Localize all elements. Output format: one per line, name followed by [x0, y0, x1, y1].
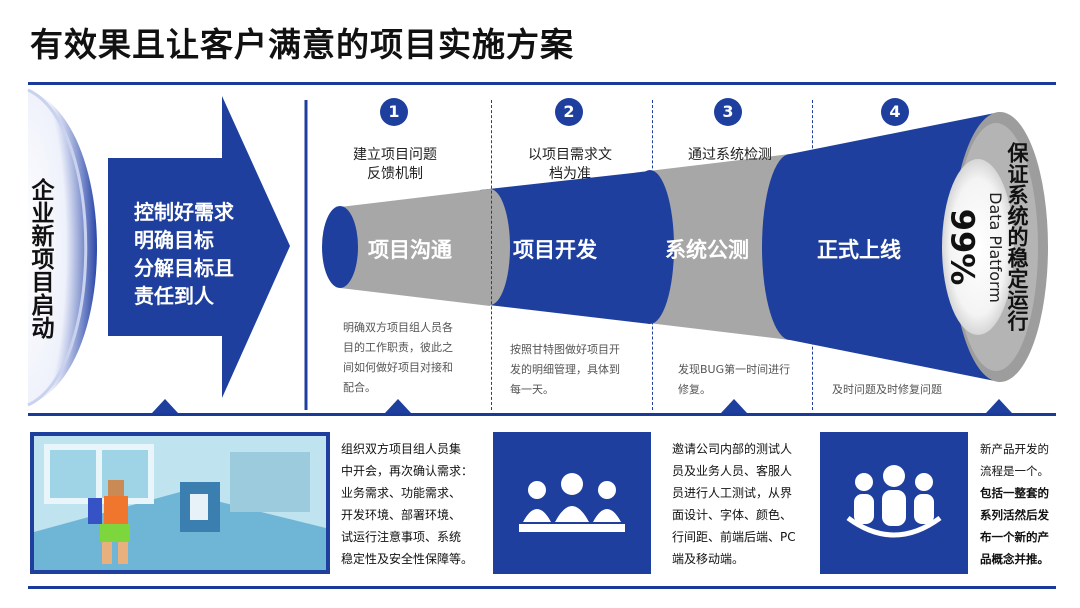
bottom-line: 行间距、前端后端、PC — [672, 530, 796, 544]
pointer-triangle — [152, 399, 178, 413]
bottom-line: 员进行人工测试，从界 — [672, 486, 793, 500]
desc-line: 目的工作职责，彼此之 — [343, 341, 453, 354]
bottom-divider — [28, 586, 1056, 589]
arrow-line: 分解目标且 — [134, 256, 234, 280]
desc-line: 间如何做好项目对接和 — [343, 361, 453, 374]
desc-line: 配合。 — [343, 381, 376, 394]
bottom-line: 试运行注意事项、系统 — [341, 530, 462, 544]
bottom-line: 邀请公司内部的测试人 — [672, 442, 793, 456]
step-number-4: 4 — [881, 98, 909, 126]
bottom-text-3: 新产品开发的 流程是一个。 包括一整套的 系列活然后发 布一个新的产 品概念并推… — [980, 438, 1072, 570]
step-divider — [491, 100, 492, 410]
bottom-text-1: 组织双方项目组人员集 中开会，再次确认需求： 业务需求、功能需求、 开发环境、部… — [341, 438, 481, 570]
arrow-text: 控制好需求 明确目标 分解目标且 责任到人 — [134, 198, 284, 310]
desc-line: 及时问题及时修复问题 — [832, 383, 942, 396]
step-number-2: 2 — [555, 98, 583, 126]
segment-4-shape — [780, 112, 1000, 382]
desc-line: 发的明细管理，具体到 — [510, 363, 620, 376]
bottom-line: 员及业务人员、客服人 — [672, 464, 793, 478]
bottom-line: 业务需求、功能需求、 — [341, 486, 462, 500]
data-platform-label: Data Platform — [985, 192, 1005, 303]
step-title-2: 以项目需求文 档为准 — [505, 146, 635, 184]
arrow-line: 明确目标 — [134, 228, 214, 252]
bottom-line: 系列活然后发 — [980, 508, 1049, 522]
segment-label-3: 系统公测 — [665, 238, 749, 262]
step-title-3: 通过系统检测 — [665, 146, 795, 165]
bottom-line: 布一个新的产 — [980, 530, 1049, 544]
page-title: 有效果且让客户满意的项目实施方案 — [30, 25, 574, 64]
arrow-line: 控制好需求 — [134, 200, 234, 224]
step-title-line: 以项目需求文 — [528, 147, 612, 163]
bottom-line: 稳定性及安全性保障等。 — [341, 552, 474, 566]
bottom-text-2: 邀请公司内部的测试人 员及业务人员、客服人 员进行人工测试，从界 面设计、字体、… — [672, 438, 812, 570]
desc-line: 发现BUG第一时间进行 — [678, 363, 791, 376]
big-arrow — [108, 96, 290, 398]
bottom-line: 面设计、字体、颜色、 — [672, 508, 793, 522]
bottom-line: 开发环境、部署环境、 — [341, 508, 462, 522]
segment-3-shape — [640, 154, 790, 340]
step-desc-3: 发现BUG第一时间进行 修复。 — [678, 360, 808, 400]
desc-line: 每一天。 — [510, 383, 554, 396]
step-number-3: 3 — [714, 98, 742, 126]
segment-label-1: 项目沟通 — [368, 238, 452, 262]
segment-label-4: 正式上线 — [817, 238, 901, 262]
pointer-triangle — [385, 399, 411, 413]
office-illustration-icon — [30, 432, 330, 574]
top-divider — [28, 82, 1056, 85]
team-meeting-icon — [493, 432, 651, 574]
step-title-line: 通过系统检测 — [688, 147, 772, 163]
step-number-1: 1 — [380, 98, 408, 126]
bottom-line: 端及移动端。 — [672, 552, 745, 566]
bottom-line: 中开会，再次确认需求： — [341, 464, 474, 478]
step-title-line: 档为准 — [549, 166, 591, 182]
step-title-line: 建立项目问题 — [353, 147, 437, 163]
segment-1-shape — [340, 189, 490, 306]
segment-2-shape — [480, 171, 650, 324]
segment-label-2: 项目开发 — [513, 238, 597, 262]
bottom-line: 新产品开发的 — [980, 442, 1049, 456]
bottom-line: 品概念并推。 — [980, 552, 1049, 566]
desc-line: 按照甘特图做好项目开 — [510, 343, 620, 356]
bottom-line: 流程是一个。 — [980, 464, 1049, 478]
group-icon — [820, 432, 968, 574]
pointer-triangle — [721, 399, 747, 413]
desc-line: 修复。 — [678, 383, 711, 396]
start-half-circle — [28, 90, 97, 405]
bottom-line: 包括一整套的 — [980, 486, 1049, 500]
step-desc-4: 及时问题及时修复问题 — [832, 380, 992, 400]
arrow-line: 责任到人 — [134, 284, 214, 308]
pointer-triangle — [986, 399, 1012, 413]
desc-line: 明确双方项目组人员各 — [343, 321, 453, 334]
step-desc-2: 按照甘特图做好项目开 发的明细管理，具体到 每一天。 — [510, 340, 640, 400]
step-divider — [812, 100, 813, 410]
percent-label: 99% — [943, 208, 982, 286]
step-title-line: 反馈机制 — [367, 166, 423, 182]
step-title-1: 建立项目问题 反馈机制 — [330, 146, 460, 184]
bottom-line: 组织双方项目组人员集 — [341, 442, 462, 456]
middle-divider — [28, 413, 1056, 416]
step-desc-1: 明确双方项目组人员各 目的工作职责，彼此之 间如何做好项目对接和 配合。 — [343, 318, 473, 398]
stable-run-label: 保证系统的稳定运行 — [1005, 142, 1029, 331]
step-divider — [652, 100, 653, 410]
project-start-label: 企业新项目启动 — [27, 178, 53, 339]
